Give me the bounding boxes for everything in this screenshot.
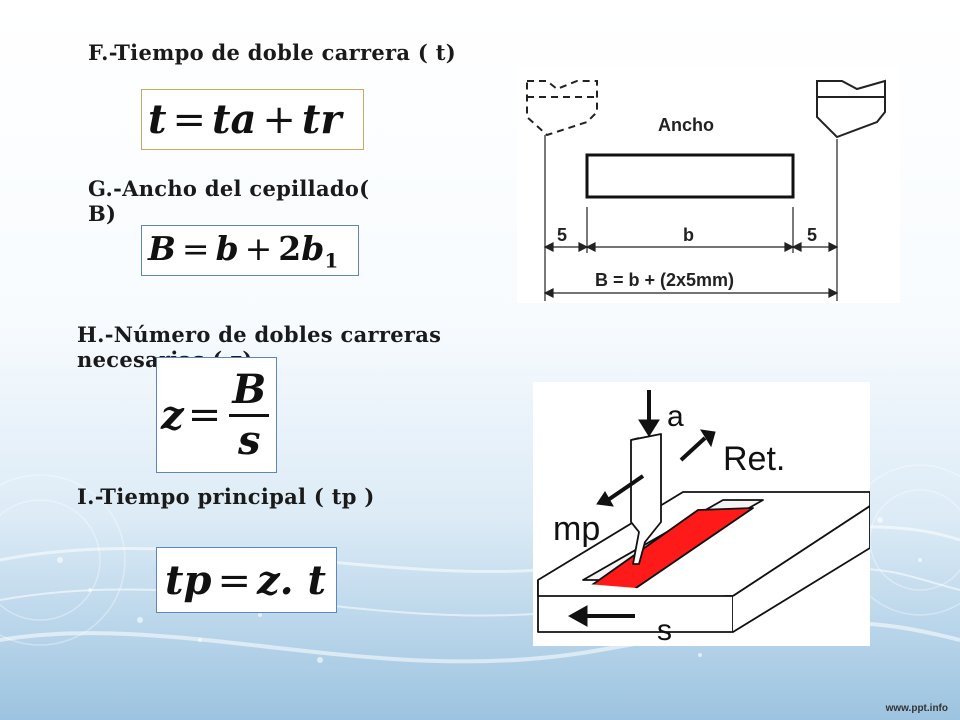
planing-diagram: a Ret. mp s: [533, 382, 871, 647]
formula-B-equation: B=b+2b1: [148, 229, 338, 273]
label-ret: Ret.: [723, 440, 785, 478]
solid-tool-icon: [816, 79, 886, 139]
label-mp: mp: [553, 510, 600, 548]
formula-eq: =: [217, 557, 251, 604]
label-a: a: [667, 400, 684, 433]
label-s: s: [657, 614, 672, 646]
formula-double-stroke-time: t=ta+tr: [141, 89, 364, 150]
planing-diagram-svg: a Ret. mp s: [537, 390, 871, 647]
arrow-ret-head: [700, 429, 716, 448]
heading-double-stroke-time: F.-Tiempo de doble carrera ( t): [88, 40, 456, 65]
formula-rhs: z. t: [256, 556, 327, 604]
formula-eq: =: [181, 228, 210, 268]
formula-plus: +: [244, 228, 273, 268]
formula-planing-width: B=b+2b1: [141, 225, 359, 276]
formula-term1: b: [215, 228, 239, 268]
heading-line1: G.-Ancho del cepillado(: [88, 176, 370, 201]
tool-top-edge: [630, 437, 640, 441]
footer-logo: www.ppt.info: [885, 703, 948, 714]
width-diagram-svg: Ancho 5 b 5 B = b + (2x5mm): [526, 79, 886, 301]
formula-number-double-strokes: z= B s: [156, 357, 277, 473]
formula-z-equation: z= B s: [161, 365, 270, 464]
formula-lhs: tp: [165, 556, 212, 604]
formula-t-equation: t=ta+tr: [148, 96, 341, 143]
dimension-right: 5: [807, 225, 817, 245]
arrow-a-head: [638, 419, 660, 437]
dimension-row-B: [543, 288, 839, 298]
arrow-mp-head: [596, 491, 614, 507]
formula-fraction: B s: [229, 365, 270, 464]
formula-eq: =: [187, 392, 222, 438]
formula-term2: b: [301, 228, 325, 268]
formula-term2: tr: [301, 96, 342, 143]
heading-line1: H.-Número de dobles carreras: [77, 322, 442, 347]
dimension-center: b: [683, 225, 694, 245]
dimension-left: 5: [557, 225, 567, 245]
formula-lhs: z: [161, 391, 184, 439]
width-diagram: Ancho 5 b 5 B = b + (2x5mm): [517, 67, 900, 303]
formula-tp-equation: tp=z. t: [165, 557, 326, 604]
formula-lhs: t: [148, 96, 167, 143]
width-diagram-title: Ancho: [658, 115, 714, 135]
heading-line2: B): [88, 201, 117, 226]
dashed-tool-icon: [526, 80, 598, 137]
formula-term1: ta: [212, 96, 257, 143]
heading-planing-width: G.-Ancho del cepillado( B): [88, 176, 369, 226]
arrow-mp: [603, 474, 645, 504]
fraction-denominator: s: [237, 416, 261, 464]
formula-coef: 2: [278, 228, 302, 268]
workpiece-rectangle: [585, 153, 795, 199]
fraction-bar: [229, 413, 270, 417]
dimension-row-b: [543, 242, 839, 252]
width-formula-label: B = b + (2x5mm): [595, 270, 734, 290]
formula-main-time: tp=z. t: [156, 547, 337, 613]
arrow-s-head: [567, 605, 588, 627]
heading-main-time: I.-Tiempo principal ( tp ): [77, 484, 375, 509]
formula-eq: =: [172, 97, 206, 143]
cutting-tool: [630, 433, 662, 565]
formula-plus: +: [262, 97, 296, 143]
formula-subscript: 1: [324, 248, 339, 273]
arrow-ret: [679, 436, 707, 462]
formula-lhs: B: [148, 228, 176, 268]
fraction-numerator: B: [232, 365, 267, 413]
arrows: [567, 390, 716, 627]
